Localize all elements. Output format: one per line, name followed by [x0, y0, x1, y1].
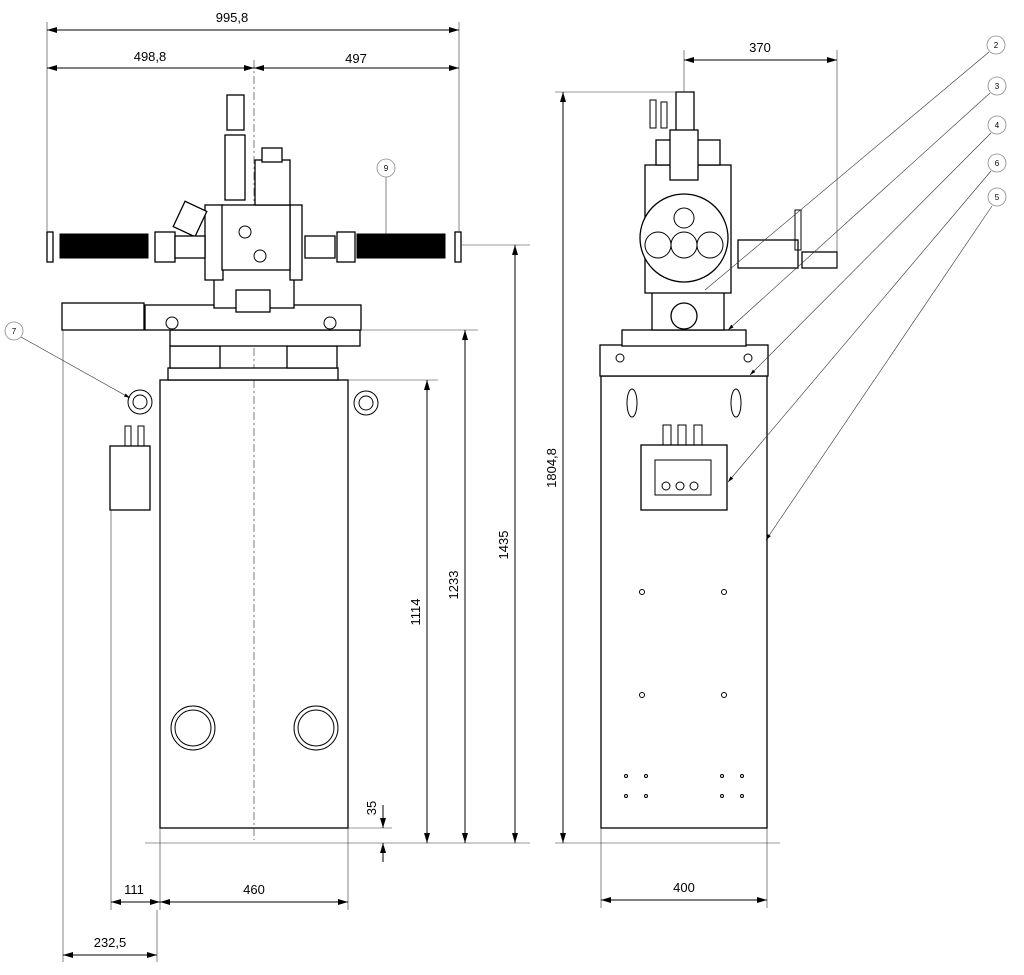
cabinet-port: [293, 705, 339, 751]
dim-cabinet-width-front: 460: [243, 882, 265, 897]
bellows-right: [356, 233, 446, 259]
callout-5: [987, 187, 1007, 207]
callout-2: [986, 35, 1006, 55]
main-chamber: [221, 204, 291, 271]
side-cabinet: [600, 375, 768, 829]
callout-4: [987, 115, 1007, 135]
dim-box-depth: 111: [124, 882, 144, 897]
side-junction-box: [109, 445, 151, 511]
dim-total-height: 1804,8: [544, 448, 559, 488]
dim-arm-height: 1435: [496, 531, 511, 560]
callout-3: [987, 76, 1007, 96]
dimensions: 995,8 498,8 497 370 1114 1233 1435 1804,…: [46, 10, 838, 962]
dim-left-half: 498,8: [134, 49, 167, 64]
dim-cabinet-width-side: 400: [673, 880, 695, 895]
side-view: [599, 91, 838, 829]
control-panel: [640, 444, 728, 511]
svg-text:6: 6: [995, 159, 1000, 168]
dim-side-offset: 370: [749, 40, 771, 55]
side-pump: [801, 251, 838, 269]
side-chamber: [639, 193, 729, 283]
eye-bolt: [127, 389, 153, 415]
callout-9: [376, 158, 396, 178]
front-view: [46, 60, 462, 840]
svg-text:7: 7: [12, 327, 17, 336]
callout-6: [987, 153, 1007, 173]
svg-text:5: 5: [995, 193, 1000, 202]
dim-foot-height: 35: [364, 801, 379, 815]
side-tube: [61, 302, 145, 331]
dim-overall-width: 995,8: [216, 10, 249, 25]
callout-7: [4, 321, 24, 341]
arm-flange-right: [454, 231, 462, 263]
dim-cabinet-height: 1114: [408, 599, 423, 626]
svg-text:3: 3: [995, 82, 1000, 91]
svg-text:9: 9: [384, 164, 389, 173]
cabinet-port: [170, 705, 216, 751]
callouts: 7 9 2 3 4 6 5: [4, 35, 1007, 541]
arm-flange-left: [46, 231, 54, 263]
svg-text:4: 4: [995, 121, 1000, 130]
bellows-left: [59, 233, 149, 259]
dim-table-height: 1233: [446, 571, 461, 600]
svg-text:2: 2: [994, 41, 999, 50]
dim-overall-side-offset: 232,5: [94, 935, 127, 950]
eye-bolt: [353, 390, 379, 416]
dim-right-half: 497: [345, 51, 367, 66]
